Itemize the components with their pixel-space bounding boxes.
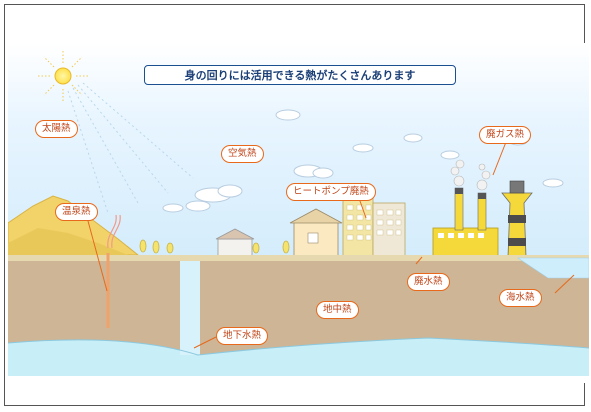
groundwater-layer xyxy=(8,338,589,378)
sun-icon xyxy=(36,49,194,214)
factory xyxy=(432,159,533,258)
leader-lines xyxy=(87,141,575,349)
apartment-buildings xyxy=(342,197,406,258)
label-waste-gas-heat: 廃ガス熱 xyxy=(479,126,532,144)
label-seawater-heat: 海水熱 xyxy=(499,289,542,307)
hot-spring-pipe xyxy=(106,214,121,328)
ground-surface xyxy=(8,255,589,261)
label-hot-spring-heat: 温泉熱 xyxy=(55,203,98,221)
label-underground-heat: 地中熱 xyxy=(316,301,359,319)
label-waste-water-heat: 廃水熱 xyxy=(407,273,450,291)
well-shaft xyxy=(180,261,200,355)
label-heat-pump-waste-heat: ヒートポンプ廃熱 xyxy=(286,183,376,201)
page-title: 身の回りには活用できる熱がたくさんあります xyxy=(144,65,456,85)
sea xyxy=(517,257,589,279)
label-air-heat: 空気熱 xyxy=(221,145,264,163)
label-groundwater-heat: 地下水熱 xyxy=(216,327,269,345)
label-solar-heat: 太陽熱 xyxy=(35,120,78,138)
